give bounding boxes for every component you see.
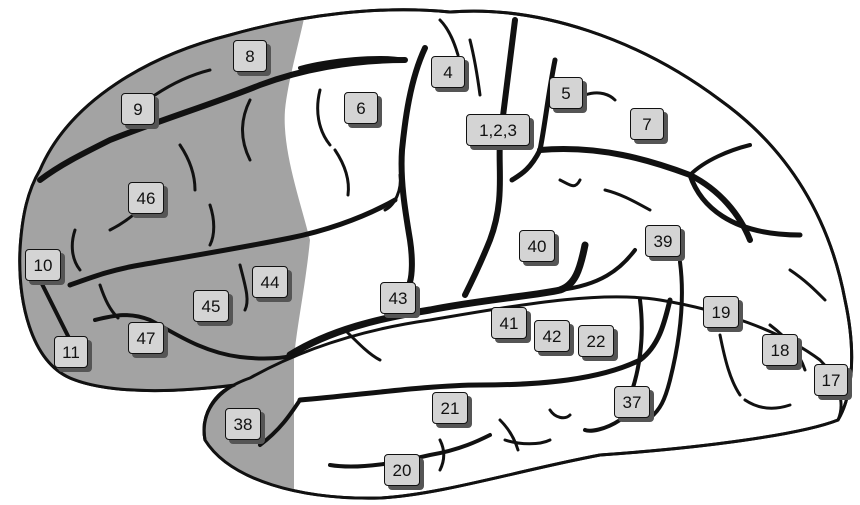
- area-label-42: 42: [534, 320, 574, 356]
- temporal-lobe-outline: [202, 295, 843, 441]
- area-label-39: 39: [645, 225, 685, 261]
- cerebrum-outline-top: [18, 8, 854, 500]
- area-label-41: 41: [491, 307, 531, 343]
- area-label-11: 11: [54, 336, 92, 372]
- area-label-43: 43: [380, 282, 420, 318]
- area-label-18: 18: [762, 334, 802, 370]
- area-label-37: 37: [614, 386, 654, 422]
- area-label-45: 45: [193, 290, 233, 326]
- area-label-8: 8: [233, 40, 271, 76]
- area-label-6: 6: [344, 92, 382, 128]
- area-label-40: 40: [519, 230, 559, 266]
- area-label-5: 5: [549, 77, 587, 113]
- area-label-9: 9: [121, 93, 159, 129]
- area-label-21: 21: [432, 392, 472, 428]
- area-label-22: 22: [578, 325, 618, 361]
- area-label-46: 46: [128, 182, 168, 218]
- prefrontal-region: [19, 9, 310, 499]
- area-label-47: 47: [128, 322, 168, 358]
- sulci: [37, 17, 827, 472]
- area-label-19: 19: [703, 296, 743, 332]
- area-label-17: 17: [814, 364, 852, 400]
- area-label-10: 10: [25, 249, 65, 285]
- area-label-1-2-3: 1,2,3: [466, 114, 534, 150]
- area-label-7: 7: [630, 108, 668, 144]
- area-label-4: 4: [431, 56, 469, 92]
- area-label-20: 20: [384, 454, 424, 490]
- area-label-38: 38: [225, 408, 265, 444]
- area-label-44: 44: [252, 266, 292, 302]
